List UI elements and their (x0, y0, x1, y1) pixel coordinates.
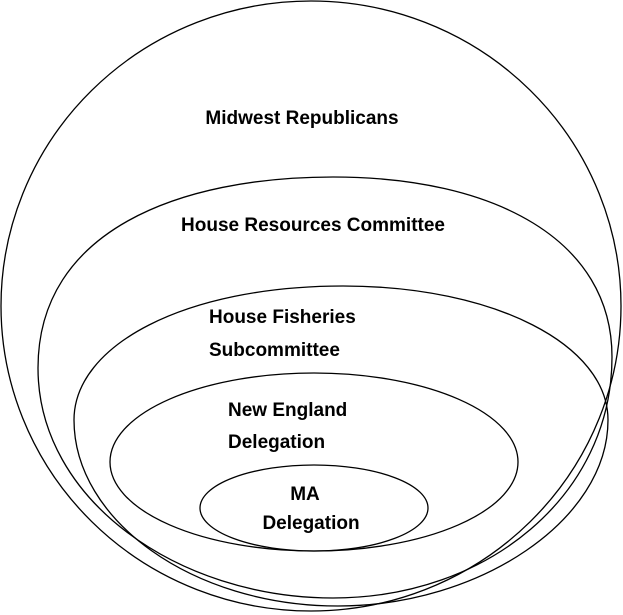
new-england-label-line1: New England (228, 400, 347, 421)
ma-label-line2: Delegation (262, 513, 359, 534)
house-fisheries-label-line2: Subcommittee (209, 340, 340, 361)
house-resources-committee-ellipse (37, 176, 613, 599)
new-england-label-line2: Delegation (228, 432, 325, 453)
house-fisheries-label-line1: House Fisheries (209, 307, 356, 328)
ma-delegation-ellipse (199, 464, 429, 552)
ma-label-line1: MA (290, 484, 320, 505)
midwest-republicans-label: Midwest Republicans (205, 108, 398, 129)
house-fisheries-subcommittee-ellipse (73, 285, 609, 607)
house-resources-committee-label: House Resources Committee (181, 215, 445, 236)
